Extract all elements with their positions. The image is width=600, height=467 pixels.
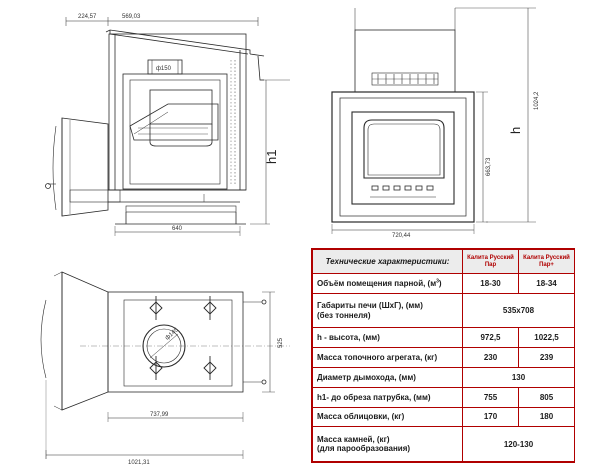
spec-value: 972,5 [462,327,519,349]
dim-top-right: 569,03 [122,14,141,20]
spec-col-1: Калита Русский Пар [462,249,519,274]
spec-value: 130 [462,366,575,388]
spec-row-label-after: ) [438,278,442,288]
spec-row-label-2: (без тоннеля) [317,310,371,320]
spec-row-height: h - высота, (мм) 972,5 1022,5 [312,327,575,349]
spec-row-label: h1- до обреза патрубка, (мм) [312,386,463,408]
spec-value: 120-130 [462,426,575,462]
side-view [45,17,290,236]
spec-row-flue-diameter: Диаметр дымохода, (мм) 130 [312,366,575,388]
spec-row-label: Масса облицовки, (кг) [312,406,463,428]
spec-row-dimensions: Габариты печи (ШхГ), (мм)(без тоннеля) 5… [312,292,575,329]
front-view [331,7,536,234]
spec-title: Технические характеристики: [312,249,463,274]
spec-row-label: h - высота, (мм) [312,327,463,349]
spec-col-2: Калита Русский Пар+ [518,249,575,274]
spec-row-label: Диаметр дымохода, (мм) [312,366,463,388]
spec-value: 170 [462,406,519,428]
spec-value: 535x708 [462,292,575,329]
spec-row-label: Габариты печи (ШхГ), (мм) [317,301,423,311]
dim-front-height: 663,73 [486,157,492,176]
spec-row-label-2: (для парообразования) [317,444,411,454]
spec-row-h1: h1- до обреза патрубка, (мм) 755 805 [312,386,575,408]
spec-row-label: Масса топочного агрегата, (кг) [312,347,463,368]
spec-row-volume: Объём помещения парной, (м3) 18-30 18-34 [312,273,575,294]
dim-total-height: 1024,2 [534,91,540,110]
spec-value: 805 [518,386,575,408]
spec-table: Технические характеристики: Калита Русск… [311,248,575,463]
dim-plan-depth: 525 [278,337,284,348]
spec-row-stones-mass: Масса камней, (кг)(для парообразования) … [312,426,575,462]
dim-plan-total: 1021,31 [128,460,150,466]
dim-h: h [508,127,523,134]
spec-value: 755 [462,386,519,408]
plan-view [40,271,290,459]
spec-row-cladding-mass: Масса облицовки, (кг) 170 180 [312,406,575,428]
dim-base-width: 640 [172,226,183,232]
spec-row-label-sup: 3 [436,278,439,285]
dim-front-width: 720,44 [392,233,411,239]
spec-row-label: Масса камней, (кг) [317,434,390,444]
spec-value: 230 [462,347,519,368]
spec-value: 239 [518,347,575,368]
spec-value: 180 [518,406,575,428]
spec-value: 18-30 [462,273,519,294]
spec-row-firebox-mass: Масса топочного агрегата, (кг) 230 239 [312,347,575,368]
dim-h1: h1 [264,150,279,164]
spec-value: 1022,5 [518,327,575,349]
spec-row-label: Объём помещения парной, (м [317,278,437,288]
dim-vent: ф150 [156,66,172,72]
dim-plan-width: 737,99 [150,412,169,418]
dim-top-left: 224,57 [78,14,97,20]
spec-value: 18-34 [518,273,575,294]
